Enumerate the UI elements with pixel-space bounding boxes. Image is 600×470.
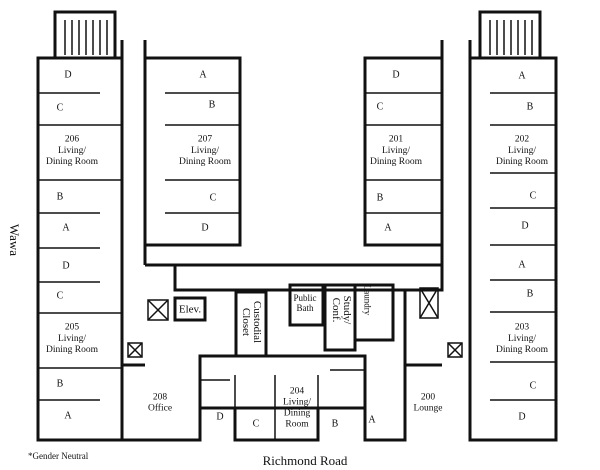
right-stairs: [478, 10, 542, 60]
room-201-c: C: [376, 101, 384, 113]
office-number: 208: [152, 392, 168, 403]
room-201-b: B: [376, 192, 384, 204]
room-207-d: D: [201, 222, 209, 234]
public-bath: [288, 283, 325, 327]
elevator: [173, 296, 207, 322]
gender-neutral-footnote: *Gender Neutral: [28, 451, 89, 461]
room-206-d: D: [64, 69, 72, 81]
room-205-a: A: [64, 410, 72, 422]
office-label: Office: [147, 403, 173, 414]
suite-201-number: 201: [388, 134, 404, 145]
suite-202-number: 202: [514, 134, 530, 145]
street-wawa: Wawa: [7, 223, 22, 257]
suite-205-number: 205: [64, 322, 80, 333]
suite-204-block: [198, 354, 367, 410]
room-203-b: B: [526, 288, 534, 300]
room-204-b: B: [331, 418, 339, 430]
room-204-c: C: [252, 418, 260, 430]
suite-204-number: 204: [289, 386, 305, 397]
room-201-d: D: [392, 69, 400, 81]
laundry-label: Laundry: [362, 284, 373, 316]
suite-207-living: Living/ Dining Room: [179, 146, 231, 167]
suite-203-number: 203: [514, 322, 530, 333]
room-202-b: B: [526, 101, 534, 113]
elevator-label: Elev.: [178, 303, 202, 316]
room-207-c: C: [209, 192, 217, 204]
suite-207-number: 207: [197, 134, 213, 145]
room-204-a: A: [368, 414, 376, 426]
room-203-c: C: [529, 380, 537, 392]
room-202-a: A: [518, 70, 526, 82]
room-205-d: D: [62, 260, 70, 272]
room-206-c: C: [56, 102, 64, 114]
room-201-a: A: [384, 222, 392, 234]
room-205-c: C: [56, 290, 64, 302]
right-wing-outer-units: [468, 56, 558, 442]
room-202-d: D: [521, 220, 529, 232]
left-stairs: [53, 10, 117, 60]
room-206-b: B: [56, 191, 64, 203]
room-206-a: A: [62, 222, 70, 234]
room-204-d: D: [216, 411, 224, 423]
room-202-c: C: [529, 190, 537, 202]
suite-206-living: Living/ Dining Room: [46, 146, 98, 167]
left-wing-outer-units: [36, 56, 124, 442]
lounge-number: 200: [420, 392, 436, 403]
suite-201-living: Living/ Dining Room: [370, 146, 422, 167]
suite-205-living: Living/ Dining Room: [46, 334, 98, 355]
room-205-b: B: [56, 378, 64, 390]
custodial-closet: [234, 290, 268, 358]
suite-203-living: Living/ Dining Room: [496, 334, 548, 355]
lounge-label: Lounge: [413, 403, 443, 414]
room-207-b: B: [208, 99, 216, 111]
public-bath-label: Public Bath: [293, 293, 317, 313]
study-conf-label: Study/ Conf.: [330, 295, 353, 325]
room-207-a: A: [199, 69, 207, 81]
custodial-closet-label: Custodial Closet: [240, 300, 263, 344]
street-richmond-road: Richmond Road: [262, 453, 348, 468]
laundry: [353, 283, 395, 342]
room-203-a: A: [518, 259, 526, 271]
room-203-d: D: [518, 411, 526, 423]
suite-204-living: Living/ Dining Room: [283, 397, 311, 430]
suite-206-number: 206: [64, 134, 80, 145]
suite-202-living: Living/ Dining Room: [496, 146, 548, 167]
